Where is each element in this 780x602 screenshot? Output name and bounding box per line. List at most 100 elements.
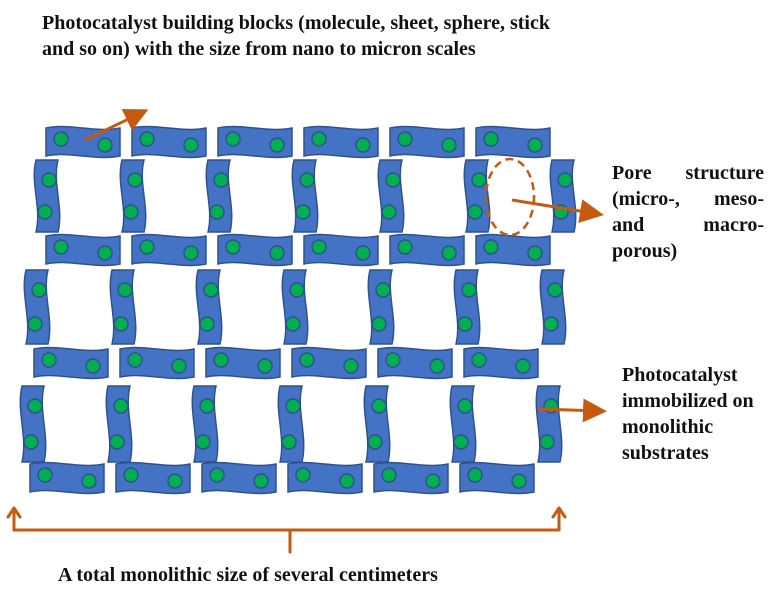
particle — [27, 398, 43, 414]
particle — [381, 467, 397, 483]
particle — [209, 204, 225, 220]
particle — [285, 398, 301, 414]
particle — [425, 473, 441, 489]
vertical-block — [191, 385, 219, 463]
particle — [257, 358, 273, 374]
building-block-arrow — [84, 109, 149, 142]
vertical-block — [463, 159, 491, 233]
particle — [299, 352, 315, 368]
vertical-block — [281, 269, 309, 345]
particle — [547, 282, 563, 298]
particle — [289, 282, 305, 298]
particle — [213, 352, 229, 368]
particle — [253, 473, 269, 489]
particle — [397, 131, 413, 147]
particle — [167, 473, 183, 489]
annotations — [6, 109, 607, 554]
particle — [183, 137, 199, 153]
particle — [139, 131, 155, 147]
vertical-block — [363, 385, 391, 463]
particle — [471, 352, 487, 368]
particle — [41, 352, 57, 368]
immobilized-arrow — [537, 398, 607, 423]
block-lattice — [19, 125, 577, 495]
particle — [53, 239, 69, 255]
vertical-block — [205, 159, 233, 233]
particle — [31, 282, 47, 298]
particle — [81, 473, 97, 489]
particle — [37, 204, 53, 220]
immobilized-label: Photocatalyst immobilized on monolithic … — [622, 364, 754, 464]
particle — [381, 204, 397, 220]
particle — [113, 398, 129, 414]
vertical-block — [105, 385, 133, 463]
vertical-block — [549, 159, 577, 233]
particle — [355, 137, 371, 153]
particle — [199, 316, 215, 332]
particle — [213, 172, 229, 188]
pore-arrow — [511, 198, 604, 223]
particle — [343, 358, 359, 374]
vertical-block — [453, 269, 481, 345]
particle — [539, 434, 555, 450]
particle — [203, 282, 219, 298]
particle — [371, 398, 387, 414]
particle — [37, 467, 53, 483]
particle — [295, 204, 311, 220]
vertical-block — [195, 269, 223, 345]
particle — [139, 239, 155, 255]
vertical-block — [535, 385, 563, 463]
particle — [375, 282, 391, 298]
vertical-block — [119, 159, 147, 233]
particle — [461, 282, 477, 298]
particle — [269, 137, 285, 153]
vertical-block — [367, 269, 395, 345]
building-blocks-label: Photocatalyst building blocks (molecule,… — [42, 12, 550, 60]
vertical-block — [539, 269, 567, 345]
particle — [527, 245, 543, 261]
total-size-label: A total monolithic size of several centi… — [58, 564, 438, 586]
particle — [543, 316, 559, 332]
particle — [269, 245, 285, 261]
particle — [453, 434, 469, 450]
vertical-block — [291, 159, 319, 233]
particle — [457, 316, 473, 332]
particle — [467, 204, 483, 220]
particle — [367, 434, 383, 450]
particle — [127, 352, 143, 368]
vertical-block — [277, 385, 305, 463]
vertical-block — [33, 159, 61, 233]
particle — [97, 137, 113, 153]
particle — [23, 434, 39, 450]
particle — [483, 131, 499, 147]
particle — [299, 172, 315, 188]
pore-structure-label: Pore structure (micro-, meso- and macro-… — [612, 162, 764, 262]
particle — [471, 172, 487, 188]
particle — [285, 316, 301, 332]
particle — [281, 434, 297, 450]
particle — [225, 131, 241, 147]
particle — [339, 473, 355, 489]
particle — [183, 245, 199, 261]
particle — [457, 398, 473, 414]
particle — [199, 398, 215, 414]
particle — [311, 131, 327, 147]
particle — [127, 172, 143, 188]
particle — [311, 239, 327, 255]
particle — [429, 358, 445, 374]
particle — [355, 245, 371, 261]
particle — [41, 172, 57, 188]
particle — [225, 239, 241, 255]
particle — [483, 239, 499, 255]
particle — [113, 316, 129, 332]
vertical-block — [19, 385, 47, 463]
particle — [397, 239, 413, 255]
vertical-block — [109, 269, 137, 345]
particle — [441, 245, 457, 261]
particle — [515, 358, 531, 374]
vertical-block — [23, 269, 51, 345]
particle — [441, 137, 457, 153]
particle — [123, 467, 139, 483]
vertical-block — [449, 385, 477, 463]
